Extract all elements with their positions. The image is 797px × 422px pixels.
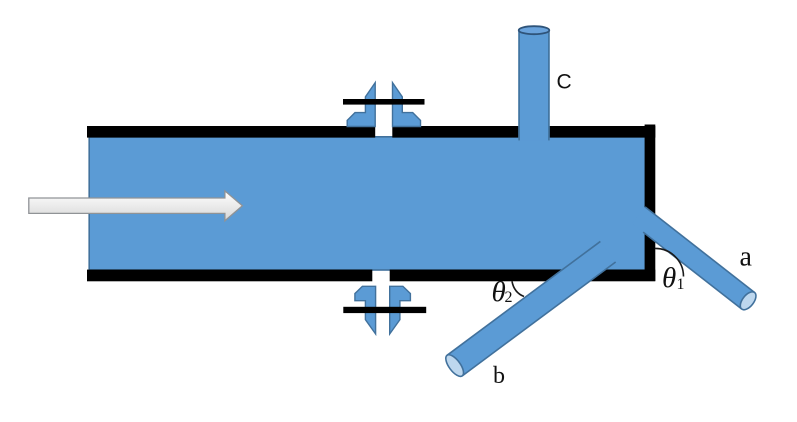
svg-text:2: 2: [505, 289, 513, 306]
svg-text:b: b: [493, 363, 505, 389]
svg-text:1: 1: [677, 276, 685, 293]
svg-text:a: a: [740, 242, 753, 273]
svg-text:θ: θ: [662, 262, 676, 294]
svg-text:C: C: [557, 71, 572, 94]
svg-text:θ: θ: [492, 276, 506, 308]
